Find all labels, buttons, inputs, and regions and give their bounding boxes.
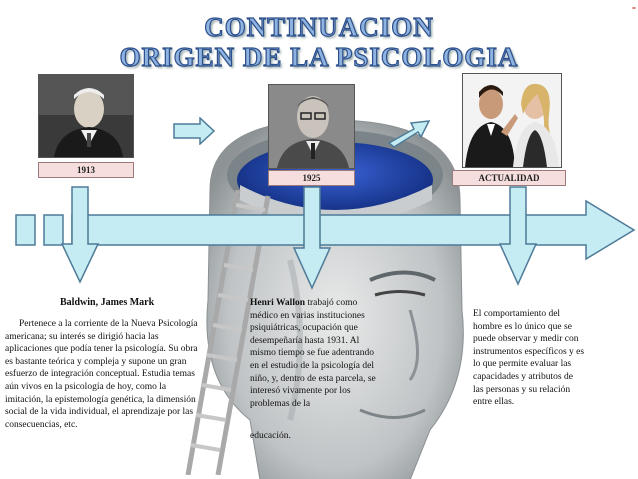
portrait-wallon bbox=[268, 84, 355, 169]
baldwin-name: Baldwin, James Mark bbox=[60, 297, 155, 308]
down-arrow-icon bbox=[60, 186, 100, 284]
year-label-1913: 1913 bbox=[38, 162, 134, 178]
wallon-name: Henri Wallon bbox=[250, 298, 305, 308]
up-right-arrow-icon bbox=[387, 120, 431, 148]
title-line-2: ORIGEN DE LA PSICOLOGIA bbox=[119, 42, 519, 72]
right-arrow-icon bbox=[173, 117, 216, 145]
down-arrow-icon bbox=[498, 186, 538, 286]
wallon-body: trabajó como médico en varias institucio… bbox=[250, 298, 376, 409]
title-line-1: CONTINUACION bbox=[204, 12, 434, 42]
corner-mark: - bbox=[632, 0, 636, 14]
portrait-baldwin bbox=[38, 74, 134, 158]
year-label-actualidad: ACTUALIDAD bbox=[452, 170, 566, 186]
wallon-last-word: educación. bbox=[250, 431, 291, 441]
photo-couple-arguing bbox=[462, 73, 562, 168]
down-arrow-icon bbox=[292, 186, 332, 290]
wallon-description: Henri Wallon trabajó como médico en vari… bbox=[250, 297, 382, 410]
baldwin-description: Pertenece a la corriente de la Nueva Psi… bbox=[5, 319, 198, 430]
actualidad-description: El comportamiento del hombre es lo único… bbox=[473, 309, 585, 408]
year-label-1925: 1925 bbox=[268, 170, 355, 186]
timeline-arrow bbox=[15, 199, 636, 261]
